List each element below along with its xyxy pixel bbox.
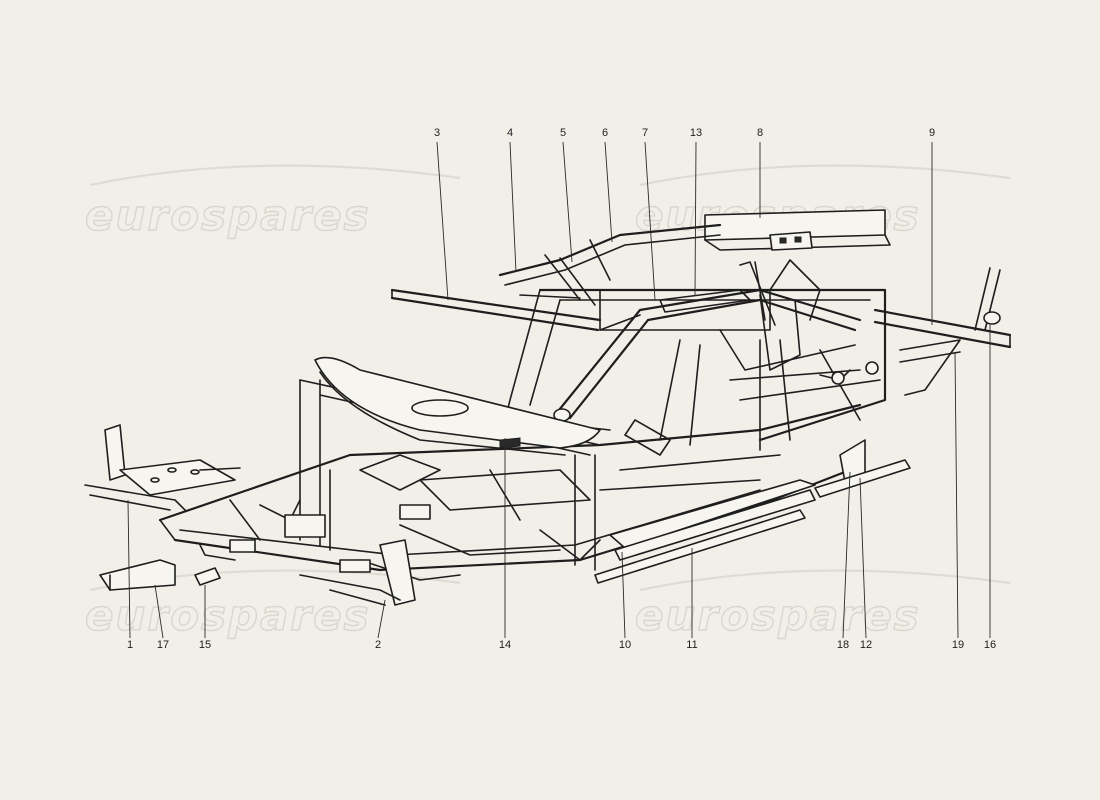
- callout-10[interactable]: 10: [619, 639, 631, 651]
- upper-tube-assembly: [498, 223, 722, 306]
- callout-labels: 1 2 3 4 5 6 7 8 9 10 11 12 13 14 15 16 1…: [127, 127, 996, 651]
- windscreen-top-rail: [390, 288, 602, 332]
- part-15-bushing: [194, 567, 221, 586]
- callout-15[interactable]: 15: [199, 639, 211, 651]
- callout-12[interactable]: 12: [860, 639, 872, 651]
- callout-5[interactable]: 5: [560, 127, 566, 139]
- leader-lines: [127, 141, 991, 639]
- callout-4[interactable]: 4: [507, 127, 513, 139]
- part-17-panel: [99, 559, 176, 591]
- callout-19[interactable]: 19: [952, 639, 964, 651]
- rear-crossmember-panel: [704, 209, 891, 251]
- front-lower-bracket: [299, 539, 416, 606]
- rear-sill-pieces: [814, 439, 911, 498]
- watermark-bottom-left: eurospares: [84, 569, 461, 641]
- watermark-group: eurospares eurospares eurospares eurospa…: [84, 164, 1011, 641]
- callout-6[interactable]: 6: [602, 127, 608, 139]
- roll-hoop-frame: [553, 259, 862, 422]
- rear-engine-frame: [499, 288, 887, 456]
- callout-9[interactable]: 9: [929, 127, 935, 139]
- loose-parts: [99, 559, 221, 591]
- callout-16[interactable]: 16: [984, 639, 996, 651]
- watermark-text: eurospares: [635, 591, 921, 640]
- callout-7[interactable]: 7: [642, 127, 648, 139]
- callout-14[interactable]: 14: [499, 639, 511, 651]
- callout-2[interactable]: 2: [375, 639, 381, 651]
- callout-11[interactable]: 11: [686, 639, 697, 651]
- callout-17[interactable]: 17: [157, 639, 169, 651]
- dashboard-scuttle-panel: [314, 356, 601, 456]
- front-bracket-assembly: [84, 424, 241, 511]
- callout-3[interactable]: 3: [434, 127, 440, 139]
- watermark-text: eurospares: [85, 191, 371, 240]
- watermark-text: eurospares: [85, 591, 371, 640]
- callout-1[interactable]: 1: [127, 639, 133, 651]
- rear-tube-assembly: [739, 261, 1012, 396]
- callout-18[interactable]: 18: [837, 639, 849, 651]
- callout-8[interactable]: 8: [757, 127, 763, 139]
- side-sill-pieces: [594, 479, 816, 584]
- watermark-bottom-right: eurospares: [634, 569, 1011, 641]
- callout-13[interactable]: 13: [690, 127, 702, 139]
- watermark-top-left: eurospares: [84, 164, 461, 241]
